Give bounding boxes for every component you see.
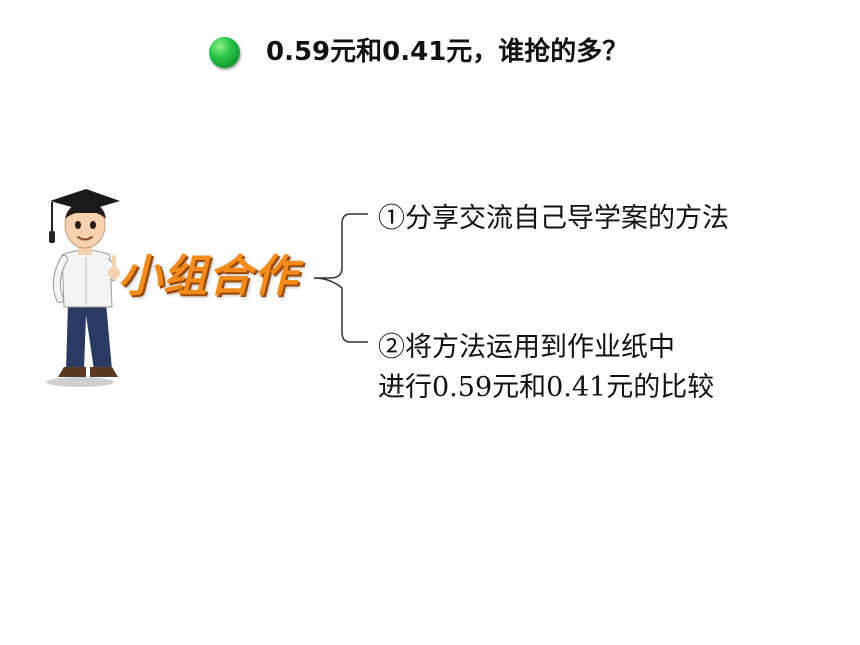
step-1-text: ①分享交流自己导学案的方法 bbox=[378, 203, 729, 234]
green-dot-icon bbox=[209, 37, 240, 68]
step-2-line-1: ②将方法运用到作业纸中 bbox=[378, 332, 675, 363]
step-2-line-2: 进行0.59元和0.41元的比较 bbox=[378, 372, 715, 403]
step-2-text: ②将方法运用到作业纸中 进行0.59元和0.41元的比较 bbox=[378, 328, 714, 408]
group-work-badge: 小组合作 bbox=[118, 251, 298, 302]
left-brace-icon bbox=[313, 213, 368, 343]
page-title: 0.59元和0.41元，谁抢的多？ bbox=[266, 37, 629, 67]
teacher-figure-icon bbox=[46, 189, 120, 387]
